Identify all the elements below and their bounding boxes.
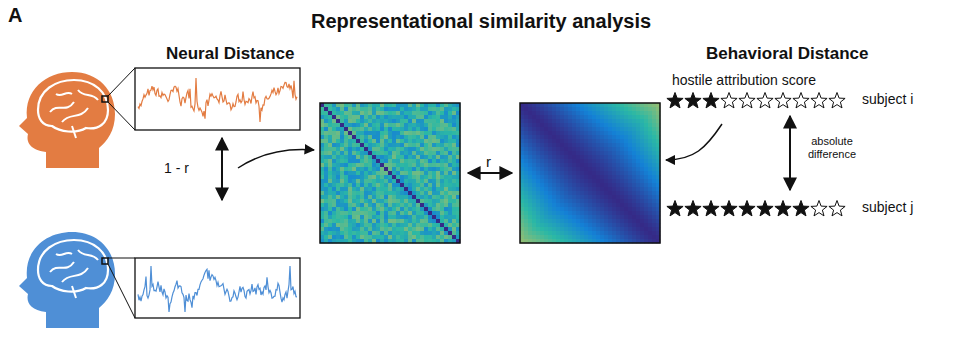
signal-box [135,68,300,130]
section-heading: Neural Distance [166,44,295,64]
axis-label: hostile attribution score [672,72,816,88]
head-blue [19,232,115,328]
arrow-label: 1 - r [164,160,189,176]
signal-box [135,258,300,318]
section-heading: Behavioral Distance [706,44,869,64]
arrow-label: absolute difference [797,135,867,160]
subject-label: subject j [862,199,913,215]
subject-label: subject i [862,91,913,107]
neural-matrix [320,103,460,243]
behavioral-matrix [520,103,660,243]
head-orange [19,72,115,168]
arrow-label: r [486,153,491,170]
figure-title: Representational similarity analysis [311,10,651,33]
panel-letter: A [8,4,22,27]
